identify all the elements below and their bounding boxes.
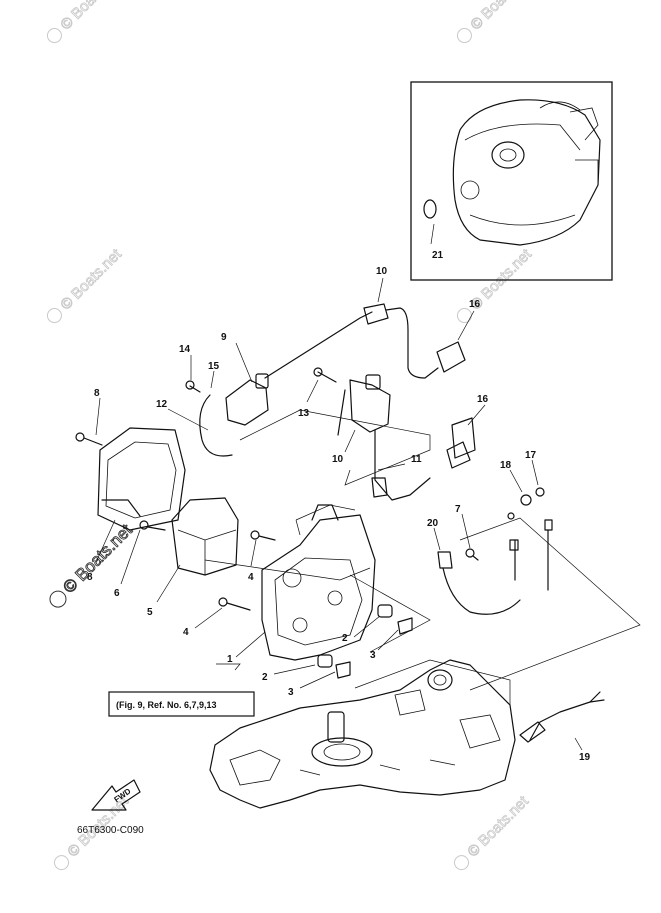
callout-15: 15	[208, 361, 220, 372]
callouts: 21 10 16 9 14 15 8 12 16 13 10 11 18 17 …	[87, 250, 591, 763]
callout-3a: 3	[370, 650, 376, 661]
callout-1: 1	[227, 654, 233, 665]
ignition-coils	[185, 303, 476, 501]
watermark-text: © Boats.net	[467, 0, 535, 33]
reference-note-text: (Fig. 9, Ref. No. 6,7,9,13	[116, 700, 217, 710]
callout-9: 8	[94, 388, 100, 399]
watermark-text: © Boats.net	[464, 792, 532, 860]
callout-2a: 2	[342, 633, 348, 644]
engine-block	[209, 659, 516, 809]
callout-12: 12	[156, 399, 168, 410]
callout-10: 9	[221, 332, 227, 343]
watermark-text: © Boats.net	[57, 245, 125, 313]
watermark-text: © Boats.net	[57, 0, 125, 33]
callout-7: 7	[455, 504, 461, 515]
callout-19: 19	[579, 752, 591, 763]
cdi-unit	[75, 427, 239, 576]
leader-lines	[95, 223, 583, 751]
callout-21: 21	[432, 250, 444, 261]
callout-13: 13	[298, 408, 310, 419]
relation-lines	[204, 409, 641, 705]
diagram-code: 66T6300-C090	[77, 825, 144, 836]
callout-10b: 10	[332, 454, 344, 465]
callout-8-text: 8	[87, 572, 93, 583]
callout-17: 17	[525, 450, 537, 461]
callout-16: 16	[469, 299, 481, 310]
callout-16b: 16	[477, 394, 489, 405]
callout-18: 18	[500, 460, 512, 471]
callout-3b: 3	[288, 687, 294, 698]
callout-11b: 11	[411, 454, 422, 465]
wire-harness	[437, 487, 605, 743]
reference-note: (Fig. 9, Ref. No. 6,7,9,13	[108, 691, 255, 717]
inset-box	[410, 81, 613, 281]
callout-5: 5	[147, 607, 153, 618]
callout-6: 6	[114, 588, 120, 599]
callout-14: 14	[179, 344, 191, 355]
callout-11: 10	[376, 266, 388, 277]
fwd-arrow: FWD	[91, 779, 141, 811]
callout-4b: 4	[248, 572, 254, 583]
callout-4a: 4	[183, 627, 189, 638]
callout-20: 20	[427, 518, 439, 529]
callout-2b: 2	[262, 672, 268, 683]
base-plate	[218, 504, 413, 679]
